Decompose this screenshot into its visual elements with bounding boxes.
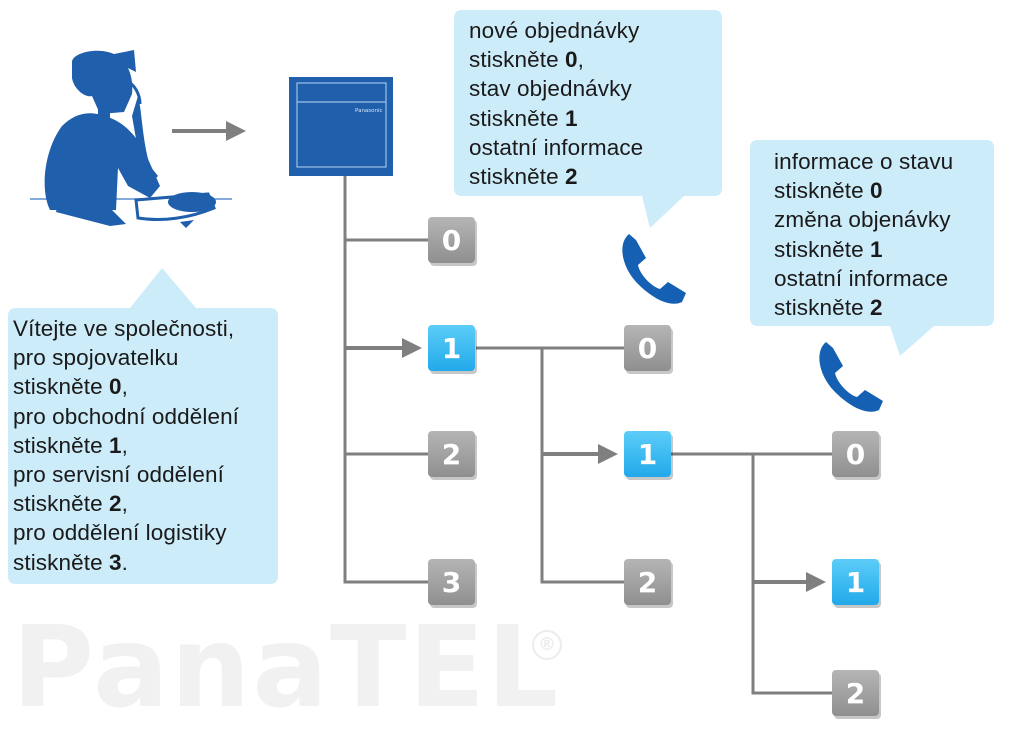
bubble-line: pro servisní oddělení [13, 460, 239, 489]
bubble-line-suffix: , [121, 432, 129, 458]
bubble-line-text: informace o stavu [774, 149, 954, 174]
bubble-sales [454, 10, 722, 228]
bubble-line: pro spojovatelku [13, 343, 239, 372]
phone-handset-icon [622, 234, 686, 304]
bubble-line-text: pro oddělení logistiky [13, 520, 227, 546]
bubble-line: Vítejte ve společnosti, [13, 314, 239, 343]
bubble-line: stiskněte 0, [469, 45, 643, 74]
bubble-line: stiskněte 1, [13, 431, 239, 460]
bubble-line-key: 2 [870, 295, 883, 321]
bubble-line: pro obchodní oddělení [13, 402, 239, 431]
bubble-line: stav objednávky [469, 74, 643, 103]
bubble-line-text: pro spojovatelku [13, 345, 179, 371]
bubble-line: stiskněte 2 [469, 162, 643, 191]
watermark-logo: PanaTEL [12, 603, 561, 733]
connectors-level-1 [343, 176, 428, 584]
key-3-level-1: 3 [428, 559, 475, 605]
bubble-line: stiskněte 2, [13, 489, 239, 518]
bubble-line-suffix: , [577, 47, 585, 73]
key-1-level-3: 1 [832, 559, 879, 605]
bubble-line: stiskněte 3. [13, 548, 239, 577]
bubble-line-text: pro obchodní oddělení [13, 403, 240, 429]
bubble-line-text: ostatní informace [469, 134, 644, 160]
bubble-line: stiskněte 1 [774, 235, 953, 264]
bubble-line-text: změna objenávky [774, 207, 951, 233]
bubble-line-key: 0 [565, 47, 578, 73]
key-0-level-2: 0 [624, 325, 671, 371]
bubble-line-text: stiskněte [469, 47, 566, 73]
bubble-line-text: nové objednávky [469, 18, 640, 43]
bubble-line-key: 1 [109, 432, 122, 458]
key-2-level-2: 2 [624, 559, 671, 605]
bubble-welcome [8, 268, 278, 584]
key-1-level-2: 1 [624, 431, 671, 477]
operator-figure [30, 50, 232, 228]
key-0-level-3: 0 [832, 431, 879, 477]
bubble-line-text: stiskněte [13, 374, 110, 400]
bubble-line-key: 0 [109, 374, 122, 400]
key-2-level-3: 2 [832, 670, 879, 716]
bubble-line-suffix: , [121, 491, 129, 517]
bubble-line: změna objenávky [774, 205, 953, 234]
bubble-line-text: ostatní informace [774, 265, 949, 291]
connectors-level-2 [476, 346, 624, 584]
bubble-line-key: 2 [109, 491, 122, 517]
bubble-line-key: 0 [870, 178, 883, 204]
bubble-line-text: stiskněte [469, 105, 566, 131]
bubble-line: stiskněte 1 [469, 104, 643, 133]
key-2-level-1: 2 [428, 431, 475, 477]
bubble-line-text: stiskněte [13, 432, 110, 458]
bubble-line-suffix: , [121, 374, 129, 400]
registered-mark: ® [532, 630, 562, 660]
bubble-line-text: Vítejte ve společnosti, [13, 316, 235, 341]
bubble-line-text: stiskněte [13, 549, 110, 575]
bubble-line-text: stiskněte [774, 178, 871, 204]
bubble-line: stiskněte 2 [774, 293, 953, 322]
bubble-line-text: pro servisní oddělení [13, 462, 224, 488]
bubble-line: ostatní informace [469, 133, 643, 162]
bubble-line: stiskněte 0, [13, 372, 239, 401]
bubble-line-text: stav objednávky [469, 76, 632, 102]
key-0-level-1: 0 [428, 217, 475, 263]
bubble-line: informace o stavu [774, 147, 953, 176]
bubble-line: ostatní informace [774, 264, 953, 293]
bubble-line-text: stiskněte [774, 236, 871, 262]
bubble-line: stiskněte 0 [774, 176, 953, 205]
bubble-line-key: 1 [870, 236, 883, 262]
bubble-line-text: stiskněte [13, 491, 110, 517]
bubble-line-key: 2 [565, 164, 578, 190]
connectors-level-3 [670, 452, 832, 695]
bubble-order [750, 140, 994, 356]
bubble-line-text: stiskněte [774, 295, 871, 321]
bubble-line-key: 1 [565, 105, 578, 131]
pbx-device: Panasonic [289, 77, 393, 176]
bubble-line-text: stiskněte [469, 164, 566, 190]
phone-handset-icon [819, 342, 883, 412]
bubble-line: pro oddělení logistiky [13, 518, 239, 547]
key-1-level-1: 1 [428, 325, 475, 371]
bubble-line-key: 3 [109, 549, 122, 575]
pbx-brand: Panasonic [355, 108, 383, 114]
bubble-line-suffix: . [121, 549, 129, 575]
bubble-line: nové objednávky [469, 16, 643, 45]
